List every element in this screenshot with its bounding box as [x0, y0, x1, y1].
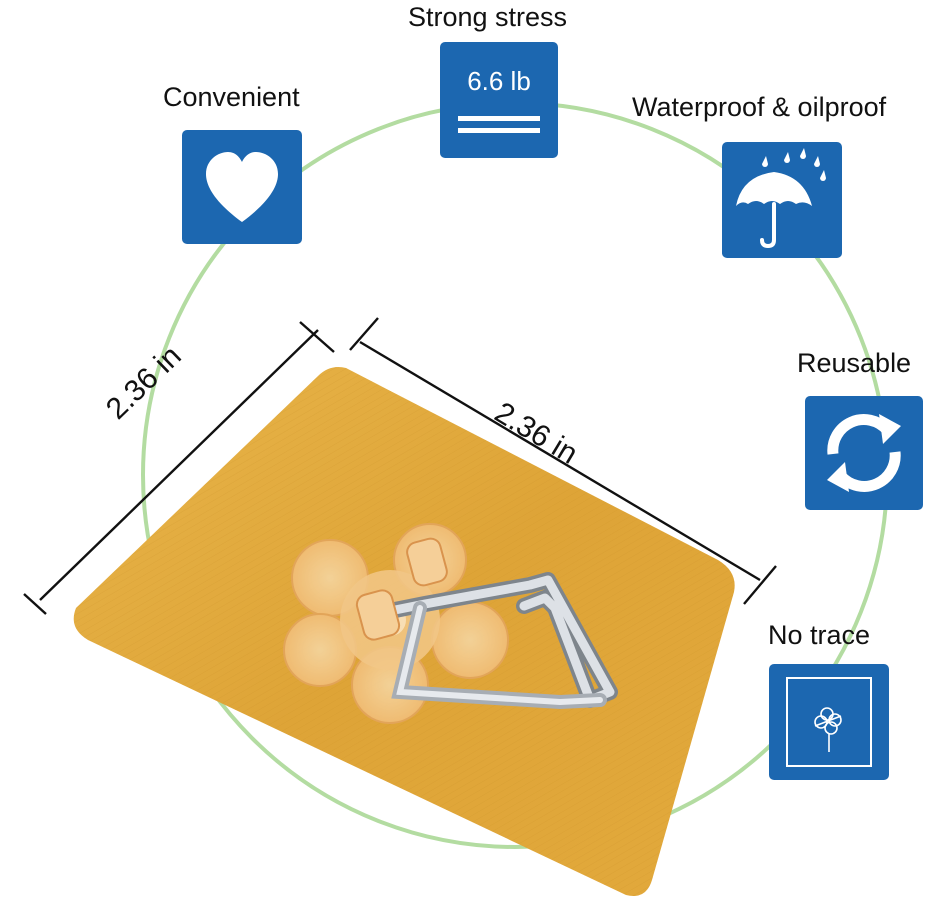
- refresh-arrows-icon: [827, 414, 901, 492]
- waterproof-tile: [722, 142, 842, 258]
- umbrella-rain-icon: [736, 148, 826, 249]
- weight-lines-icon: [458, 116, 540, 133]
- metal-hook: [355, 537, 618, 710]
- reusable-tile: [805, 396, 923, 510]
- no-trace-tile: [769, 664, 889, 780]
- dimension-lines: [23, 317, 777, 615]
- convenient-tile: [182, 130, 302, 244]
- feature-label-waterproof: Waterproof & oilproof: [632, 92, 887, 122]
- feature-label-reusable: Reusable: [797, 348, 912, 378]
- heart-icon: [206, 152, 278, 222]
- feature-label-convenient: Convenient: [163, 82, 300, 112]
- feature-label-strong-stress: Strong stress: [408, 2, 568, 32]
- strong-stress-tile: 6.6 lb: [440, 42, 558, 158]
- wall-flower-icon: [786, 677, 872, 767]
- weight-badge: 6.6 lb: [467, 66, 531, 96]
- feature-label-no-trace: No trace: [768, 620, 871, 650]
